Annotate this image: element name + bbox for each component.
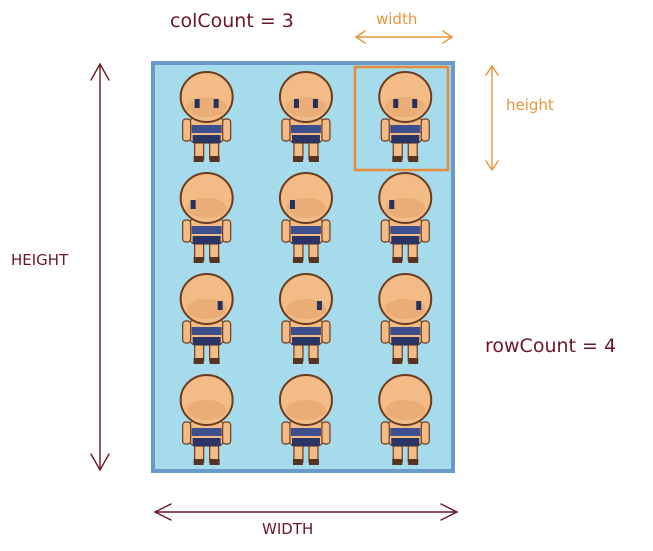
sprite-frame-front: [179, 71, 234, 162]
sheet-width-label: WIDTH: [262, 520, 314, 538]
frame-height-arrow: [485, 64, 499, 172]
sprite-frame-back: [378, 374, 433, 465]
sprite-frame-side-right: [179, 273, 234, 364]
sprite-frame-back: [179, 374, 234, 465]
sheet-height-arrow: [90, 62, 110, 472]
sprite-frame-side-left: [378, 172, 433, 263]
sprite-frame-front: [378, 71, 433, 162]
sprite-frame-side-left: [278, 172, 333, 263]
highlighted-frame: [353, 65, 450, 172]
row-count-label: rowCount = 4: [485, 335, 617, 357]
sheet-width-arrow: [153, 503, 459, 521]
frame-width-arrow: [354, 30, 454, 44]
col-count-label: colCount = 3: [170, 10, 294, 32]
sheet-height-label: HEIGHT: [11, 251, 69, 269]
sprite-frame-side-left: [179, 172, 234, 263]
sprite-frame-side-right: [278, 273, 333, 364]
sprite-frames: [179, 71, 433, 465]
sprite-frame-side-right: [378, 273, 433, 364]
frame-height-label: height: [506, 96, 554, 114]
frame-width-label: width: [376, 10, 418, 28]
sprite-frame-front: [278, 71, 333, 162]
sprite-frame-back: [278, 374, 333, 465]
